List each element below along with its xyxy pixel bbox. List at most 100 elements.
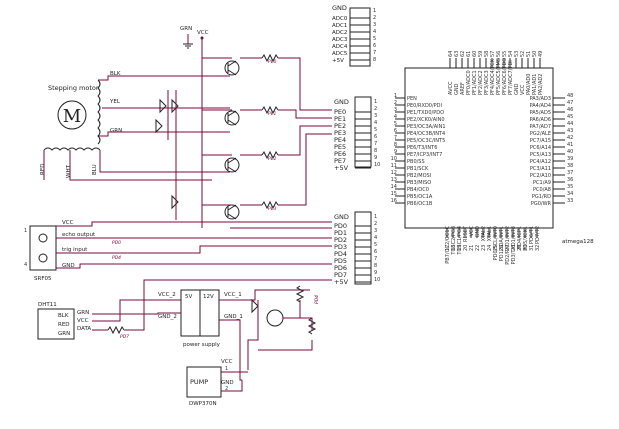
port-e-pin-number: 9 — [374, 155, 377, 161]
mcu-pin-label: PD1/SDA/INT1 — [499, 226, 505, 261]
port-e-pin-number: 10 — [374, 162, 380, 168]
mcu-pin-number: 23 — [481, 245, 487, 251]
mcu-pin-label: PF7/ADC7/TDI — [508, 60, 514, 95]
mcu-pin-label: PEN — [407, 96, 417, 102]
net-pd0: PD0 — [112, 240, 121, 246]
mcu-pin-number: 35 — [567, 184, 573, 190]
mcu-pin-number: 37 — [567, 170, 573, 176]
mcu-pin-label: PF0/ADC0 — [466, 70, 472, 95]
port-d-pin-number: 7 — [374, 256, 377, 262]
mcu-pin-label: PA2/AD2 — [538, 74, 544, 95]
port-e-pin-number: 6 — [374, 134, 377, 140]
motor-red-label: RED — [40, 163, 46, 175]
port-d-pin-number: 4 — [374, 235, 377, 241]
pump-diode — [251, 298, 259, 314]
srf05-name: SRF05 — [34, 276, 52, 282]
port-e-pin-label: PE5 — [334, 143, 346, 151]
supply-gnd1: GND_1 — [224, 314, 243, 320]
supply-vcc2: VCC_2 — [158, 292, 176, 298]
mcu-pin-number: 11 — [391, 163, 397, 169]
mcu-pin-label: XTAL1 — [487, 226, 493, 241]
mcu-pin-number: 51 — [526, 51, 532, 57]
dht11-wires — [92, 279, 332, 331]
mcu-pin-label: PF5/ADC5/TMS — [496, 58, 502, 95]
port-d-header: GND PD0PD1PD2PD3PD4PD5PD6PD7+5V123456789… — [334, 211, 380, 286]
motor-wires-bottom — [43, 150, 212, 181]
mcu-pin-label: PE3/OC3A/AIN1 — [407, 124, 446, 130]
port-e-pin-label: PE4 — [334, 136, 346, 144]
net-pe3: PE3 — [268, 206, 277, 212]
mcu-pin-label: PE1/TXD0/PDO — [407, 110, 444, 116]
mcu-pin-number: 19 — [457, 245, 463, 251]
mcu-pin-number: 15 — [391, 191, 397, 197]
supply-name: power supply — [183, 342, 221, 348]
rail-grn-label: GRN — [180, 26, 192, 32]
mcu-pin-number: 61 — [466, 51, 472, 57]
dht11-blk: BLK — [58, 313, 69, 319]
mcu-pin-number: 60 — [472, 51, 478, 57]
adc-pin-number: 1 — [373, 8, 376, 14]
port-e-pin-number: 1 — [374, 99, 377, 105]
mcu-pin-number: 13 — [391, 177, 397, 183]
supply-out-wires — [219, 289, 310, 381]
net-pd4: PD4 — [112, 255, 121, 261]
mcu-pin-number: 28 — [511, 245, 517, 251]
port-d-pin-label: PD4 — [334, 250, 347, 258]
mcu-pin-number: 52 — [520, 51, 526, 57]
port-d-pin-number: 10 — [374, 277, 380, 283]
mcu-pin-number: 38 — [567, 163, 573, 169]
mcu-pin-number: 2 — [394, 100, 397, 106]
mcu-pin-label: PB3/MISO — [407, 180, 431, 186]
port-d-pin-number: 8 — [374, 263, 377, 269]
port-e-pin-number: 5 — [374, 127, 377, 133]
trace-pe1 — [240, 109, 332, 119]
mcu-pin-label: PF2/ADC2 — [478, 70, 484, 95]
pump-transistor — [266, 309, 284, 327]
dht11-pin-vcc: VCC — [77, 318, 89, 324]
pump-gnd: GND — [221, 380, 234, 386]
dht11-red: RED — [58, 322, 70, 328]
mcu-pin-label: PD7/T2 — [535, 226, 541, 244]
mcu-pin-number: 18 — [451, 245, 457, 251]
port-d-pin-number: 9 — [374, 270, 377, 276]
mcu-pin-label: VCC — [520, 84, 526, 95]
mcu-pin-number: 17 — [445, 245, 451, 251]
rail-vcc-label: VCC — [197, 30, 209, 36]
pump-pin1: 1 — [225, 366, 228, 372]
mcu-pin-number: 57 — [490, 51, 496, 57]
dht11-pin-grn: GRN — [77, 310, 89, 316]
mcu-pin-number: 47 — [567, 100, 573, 106]
mcu-pin-label: PB0/SS — [407, 159, 425, 165]
mcu-pin-number: 30 — [523, 245, 529, 251]
supply-vcc1: VCC_1 — [224, 292, 242, 298]
mcu-pin-number: 46 — [567, 107, 573, 113]
resistor-pe0 — [261, 53, 279, 63]
dht11-grn: GRN — [58, 331, 70, 337]
flyback-diodes — [155, 98, 179, 210]
mcu-pin-number: 48 — [567, 93, 573, 99]
mcu-pin-number: 29 — [517, 245, 523, 251]
mcu-pin-label: AREF — [460, 82, 466, 95]
port-e-pin-label: PE1 — [334, 115, 346, 123]
mcu-pin-number: 1 — [394, 93, 397, 99]
adc-header-gnd: GND — [332, 4, 347, 12]
transistor-leads — [227, 157, 237, 173]
mcu-pin-label: PC2/A10 — [530, 173, 551, 179]
mcu-pin-number: 20 — [463, 245, 469, 251]
adc-pin-label: ADC2 — [332, 30, 347, 36]
mcu-pin-number: 41 — [567, 142, 573, 148]
port-e-pin-label: PE7 — [334, 157, 346, 165]
mcu-pin-number: 63 — [454, 51, 460, 57]
supply-gnd2: GND_2 — [158, 314, 177, 320]
port-e-pin-number: 8 — [374, 148, 377, 154]
mcu-pin-label: RESET — [463, 225, 469, 242]
mcu-pin-label: PE6/T3/INT6 — [407, 145, 437, 151]
mcu-pin-number: 27 — [505, 245, 511, 251]
pump: PUMP DWP370N 1 2 VCC GND — [186, 359, 248, 407]
net-pe1: PE1 — [268, 111, 277, 117]
mcu-pin-number: 45 — [567, 114, 573, 120]
resistor-pe3 — [261, 200, 279, 210]
motor-coil-horizontal — [43, 147, 101, 151]
mcu-pin-label: PG1/RD — [532, 194, 551, 200]
